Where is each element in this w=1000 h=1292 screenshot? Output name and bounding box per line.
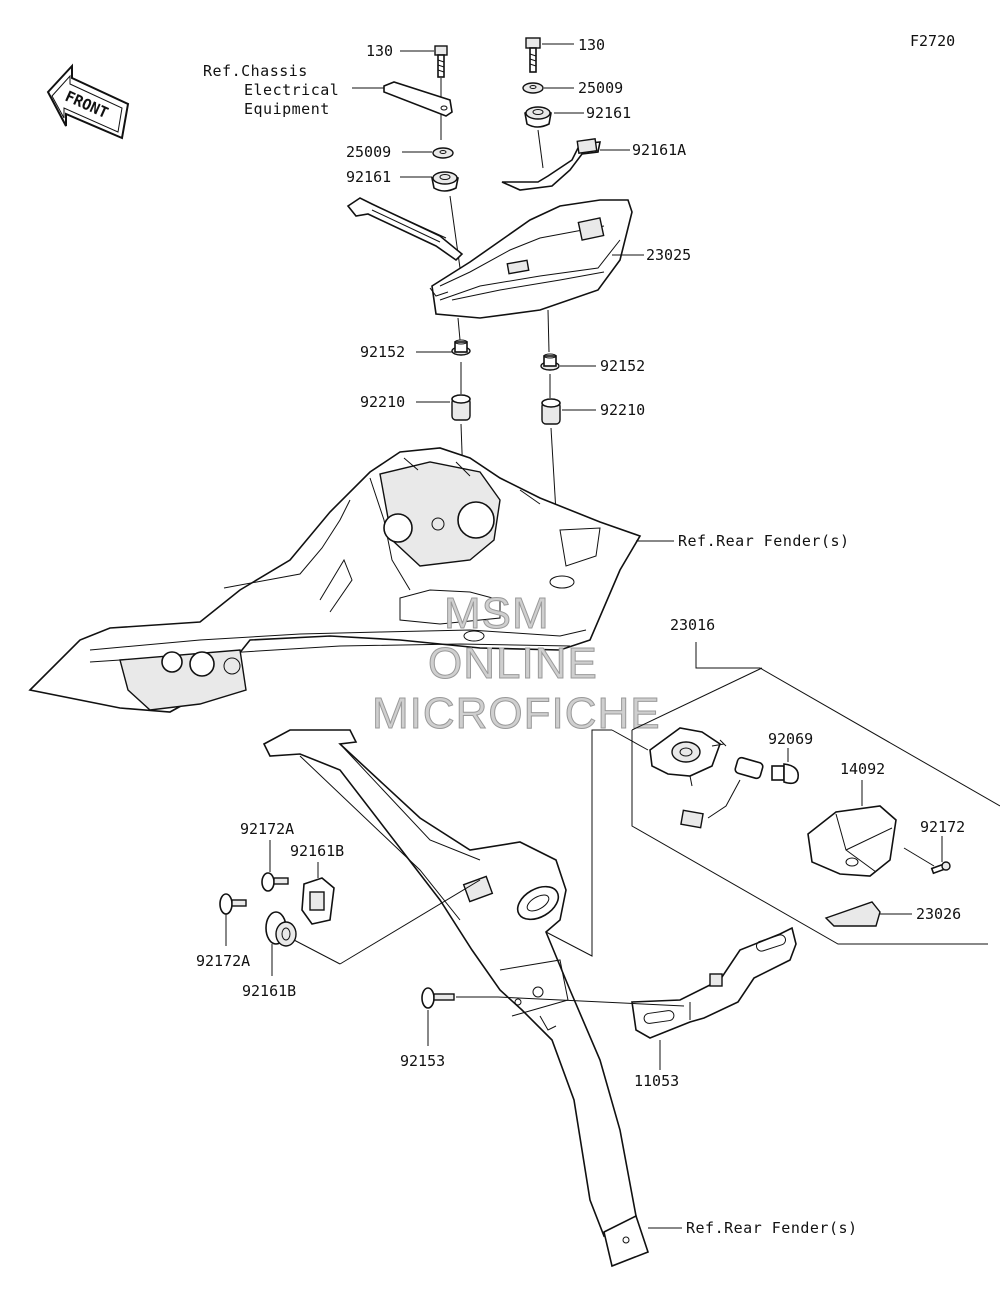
washer-25009-right (522, 82, 544, 94)
part-number-23016: 23016 (670, 616, 715, 634)
bracket-11053 (631, 926, 797, 1039)
grommet-92161-left (431, 171, 459, 192)
bulb-92069 (771, 763, 800, 785)
screw-92172A-top (261, 872, 289, 892)
part-number-23026: 23026 (916, 905, 961, 923)
part-number-92161-left: 92161 (346, 168, 391, 186)
screw-92172A-bottom (219, 893, 247, 915)
part-number-92069: 92069 (768, 730, 813, 748)
part-number-92172A-bottom: 92172A (196, 952, 250, 970)
group-23016-frame (545, 642, 1000, 957)
screw-92172 (930, 861, 951, 875)
part-number-92152-left: 92152 (360, 343, 405, 361)
collar-92152-left (451, 339, 471, 356)
part-number-92152-right: 92152 (600, 357, 645, 375)
part-number-23025: 23025 (646, 246, 691, 264)
part-number-92172A-top: 92172A (240, 820, 294, 838)
part-number-92210-right: 92210 (600, 401, 645, 419)
part-number-92153: 92153 (400, 1052, 445, 1070)
ref-chassis-line2: Electrical (244, 81, 339, 99)
watermark-line1: MSM (444, 589, 550, 638)
ref-chassis-line3: Equipment (244, 100, 330, 118)
clip-92161A (501, 138, 601, 191)
part-number-92161A: 92161A (632, 141, 686, 159)
rear-fender (28, 447, 642, 713)
figure-code: F2720 (910, 32, 955, 50)
watermark-line3: MICROFICHE (372, 689, 661, 738)
tail-light-23025 (346, 197, 633, 319)
part-number-130-right: 130 (578, 36, 605, 54)
bulb-holder (680, 756, 764, 829)
part-number-92161B-bottom: 92161B (242, 982, 296, 1000)
ref-chassis-line1: Ref.Chassis (203, 62, 308, 80)
grommet-92161-right (524, 106, 552, 128)
ref-rear-fender-top: Ref.Rear Fender(s) (678, 532, 850, 550)
reflector-23026 (824, 901, 881, 927)
part-number-92161B-top: 92161B (290, 842, 344, 860)
watermark-line2: ONLINE (428, 639, 598, 688)
front-arrow-icon: FRONT (46, 63, 130, 140)
part-number-92172: 92172 (920, 818, 965, 836)
damper-92210-left (451, 394, 471, 421)
bolt-130-right (525, 37, 541, 73)
grommet-92161B-top (301, 877, 335, 925)
bolt-130-left (434, 45, 448, 78)
damper-92210-right (541, 398, 561, 425)
lens-14092 (807, 805, 897, 877)
part-number-25009-left: 25009 (346, 143, 391, 161)
chassis-bracket (383, 81, 453, 117)
part-number-11053: 11053 (634, 1072, 679, 1090)
ref-rear-fender-bottom: Ref.Rear Fender(s) (686, 1219, 858, 1237)
part-number-14092: 14092 (840, 760, 885, 778)
part-number-92161-right: 92161 (586, 104, 631, 122)
part-number-92210-left: 92210 (360, 393, 405, 411)
collar-92152-right (540, 353, 560, 371)
license-bracket (262, 729, 649, 1268)
part-number-25009-right: 25009 (578, 79, 623, 97)
lamp-socket-23016 (649, 727, 727, 787)
bolt-92153 (421, 987, 455, 1009)
part-number-130-left: 130 (366, 42, 393, 60)
grommet-92161B-bottom (265, 911, 297, 947)
washer-25009-left (432, 147, 454, 159)
